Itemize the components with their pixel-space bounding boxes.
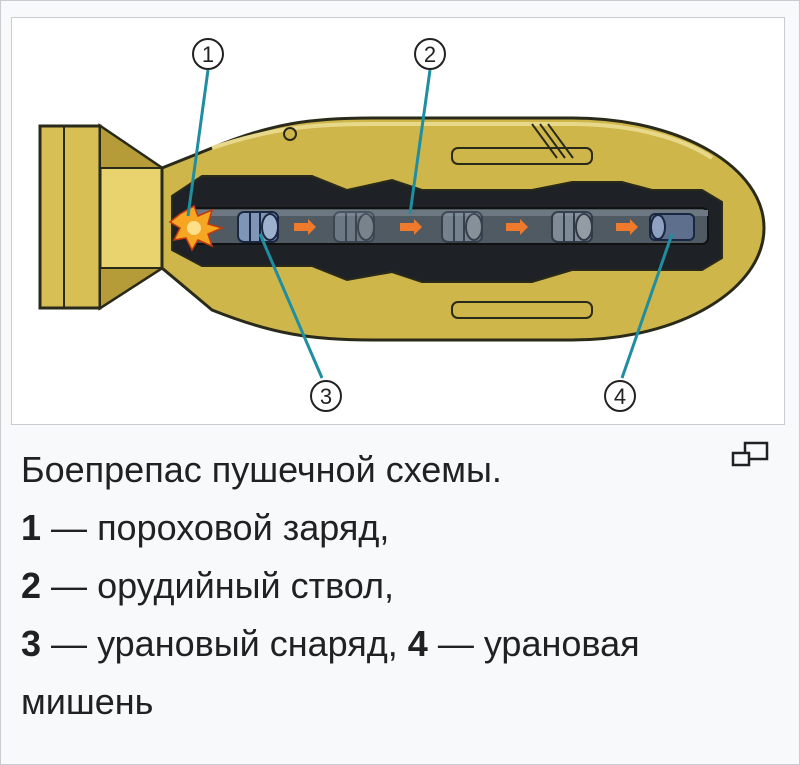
projectile-ghost-3	[551, 211, 593, 243]
caption-item-1-dash: —	[51, 507, 88, 548]
caption-item-4-text: урановая	[483, 623, 640, 664]
caption-item-3-dash: —	[51, 623, 88, 664]
leader-line-4	[620, 233, 674, 379]
diagram-image[interactable]: 1 2 3 4	[11, 17, 785, 425]
callout-2-label: 2	[424, 42, 436, 67]
tail-fin	[38, 123, 166, 311]
caption-item-3-text: урановый снаряд,	[97, 623, 398, 664]
caption-item-2-dash: —	[51, 565, 88, 606]
callout-1: 1	[192, 38, 224, 70]
caption-item-1: 1 — пороховой заряд,	[21, 499, 761, 557]
motion-arrows	[294, 219, 638, 235]
arrow-1	[294, 219, 316, 235]
projectile-main	[237, 211, 279, 243]
gun-type-bomb-diagram: 1 2 3 4	[38, 38, 766, 412]
leader-lines	[186, 69, 674, 379]
caption-item-2-number: 2	[21, 565, 42, 606]
caption-item-1-number: 1	[21, 507, 42, 548]
caption-item-3-number: 3	[21, 623, 42, 664]
caption-tail: мишень	[21, 681, 154, 722]
caption-item-2-text: орудийный ствол,	[97, 565, 395, 606]
leader-line-1	[186, 69, 210, 217]
uranium-target	[649, 213, 695, 241]
caption-item-4-dash: —	[437, 623, 474, 664]
projectile-stages	[237, 211, 593, 243]
projectile-ghost-1	[333, 211, 375, 243]
leader-line-3	[258, 233, 324, 379]
arrow-3	[506, 219, 528, 235]
caption-item-1-text: пороховой заряд,	[97, 507, 390, 548]
arrow-2	[400, 219, 422, 235]
callout-3-label: 3	[320, 384, 332, 409]
callout-4-label: 4	[614, 384, 626, 409]
caption: Боепрепас пушечной схемы. 1 — пороховой …	[21, 441, 761, 731]
projectile-ghost-2	[441, 211, 483, 243]
caption-title: Боепрепас пушечной схемы.	[21, 449, 502, 490]
arrow-4	[616, 219, 638, 235]
callout-4: 4	[604, 380, 636, 412]
callout-2: 2	[414, 38, 446, 70]
caption-item-4-number: 4	[407, 623, 428, 664]
callout-1-label: 1	[202, 42, 214, 67]
caption-item-3-4: 3 — урановый снаряд, 4 — урановая	[21, 615, 761, 673]
callout-3: 3	[310, 380, 342, 412]
enlarge-icon[interactable]	[729, 439, 771, 471]
leader-line-2	[408, 69, 432, 215]
powder-charge-flash	[168, 204, 225, 252]
caption-item-2: 2 — орудийный ствол,	[21, 557, 761, 615]
